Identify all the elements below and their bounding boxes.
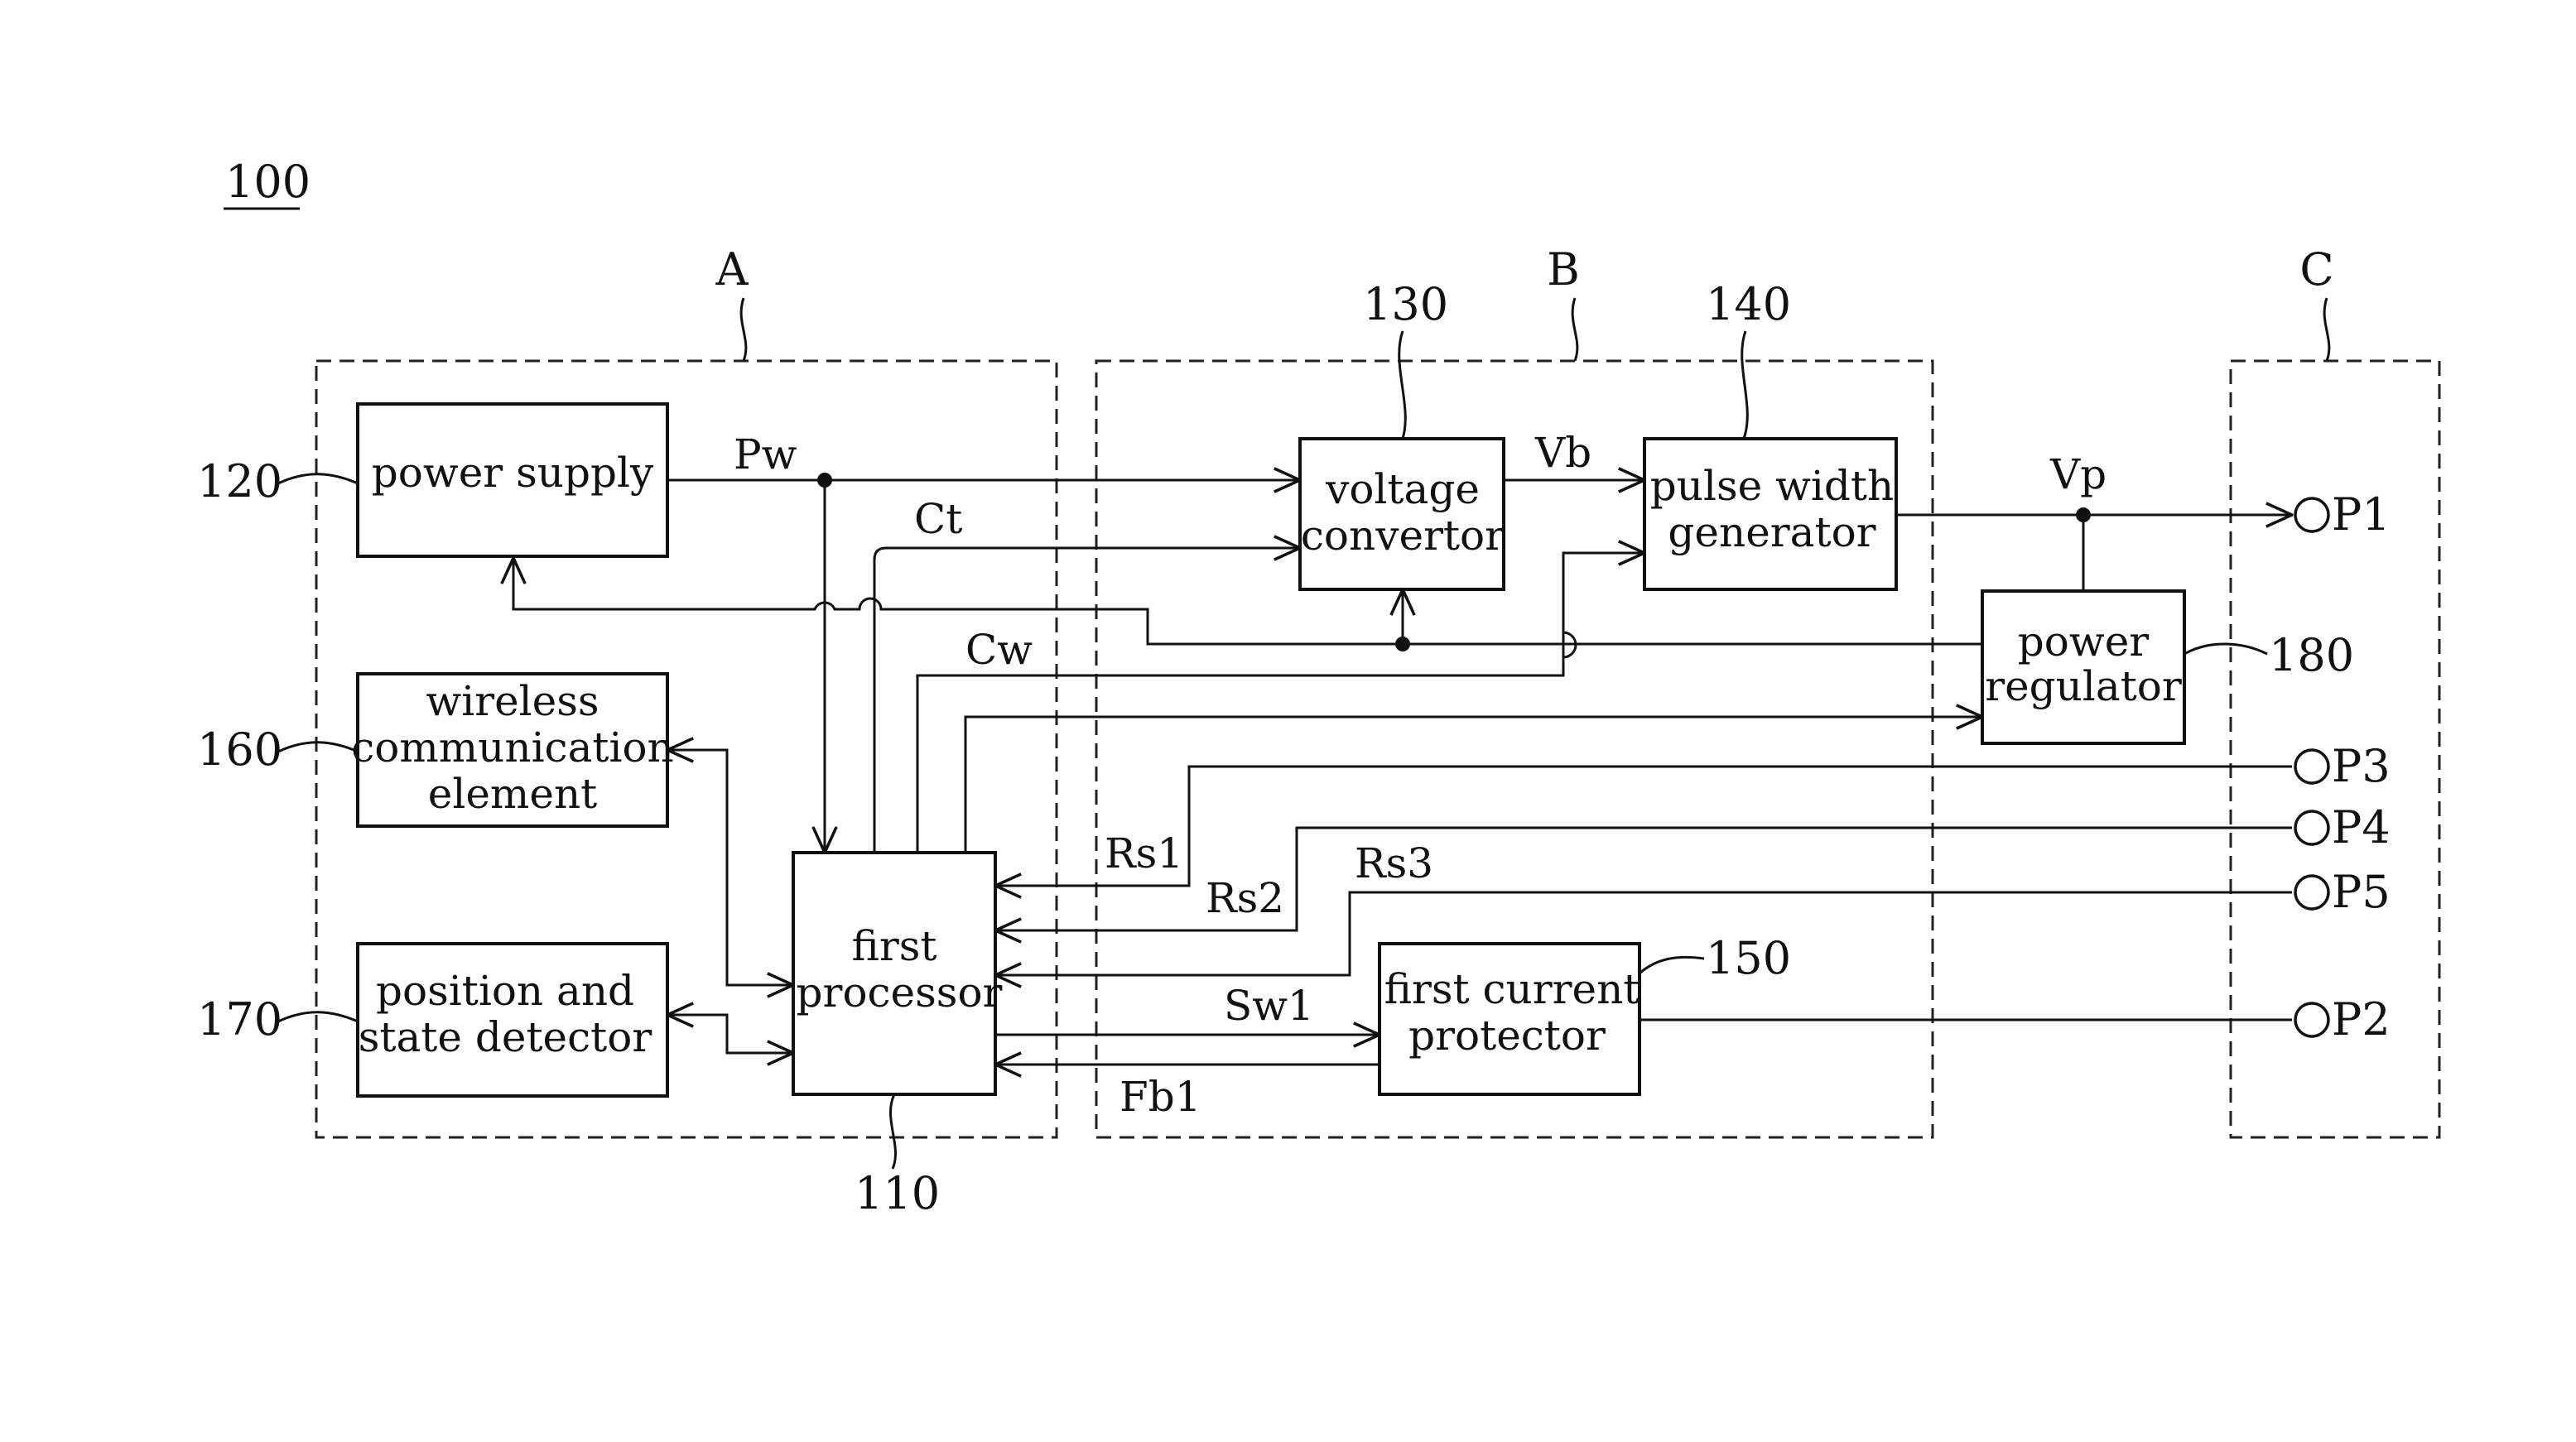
ref-150: 150 <box>1706 932 1791 984</box>
ref-160: 160 <box>197 723 282 776</box>
power-regulator-block: power regulator <box>1982 591 2184 743</box>
wireless-label-1: wireless <box>426 677 599 725</box>
group-b-label: B <box>1547 243 1580 296</box>
first-processor-block: first processor <box>793 853 1003 1094</box>
wireless-label-2: communication <box>351 723 674 771</box>
signal-pw: Pw <box>734 430 797 478</box>
processor-label-2: processor <box>797 969 1003 1017</box>
position-label-2: state detector <box>359 1013 652 1061</box>
terminal-p4 <box>2295 811 2328 844</box>
port-p2-label: P2 <box>2332 993 2391 1045</box>
signal-cw: Cw <box>965 626 1033 674</box>
ref-170: 170 <box>197 993 282 1045</box>
processor-label-1: first <box>851 922 937 970</box>
position-detector-block: position and state detector <box>358 944 667 1096</box>
port-p1-label: P1 <box>2332 488 2391 541</box>
signal-vb: Vb <box>1534 429 1591 477</box>
ct-line <box>874 548 1300 853</box>
ref-160-leader <box>278 743 358 752</box>
voltage-convertor-block: voltage convertor <box>1300 439 1505 589</box>
pulse-label-1: pulse width <box>1650 462 1894 510</box>
terminal-p5 <box>2295 876 2328 909</box>
port-p3-label: P3 <box>2332 740 2391 792</box>
regulator-label-1: power <box>2018 618 2149 666</box>
power-supply-label: power supply <box>372 449 654 497</box>
protector-label-2: protector <box>1408 1012 1606 1060</box>
group-b-leader <box>1572 298 1577 361</box>
convertor-label-1: voltage <box>1325 465 1480 513</box>
ref-180-leader <box>2184 644 2267 654</box>
pulse-width-block: pulse width generator <box>1644 439 1896 589</box>
power-supply-block: power supply <box>358 404 667 556</box>
port-p4-label: P4 <box>2332 801 2391 853</box>
position-label-1: position and <box>376 967 634 1015</box>
terminal-p3 <box>2295 750 2328 783</box>
position-link <box>667 1015 793 1053</box>
wireless-block: wireless communication element <box>351 674 674 826</box>
ref-180: 180 <box>2269 629 2354 681</box>
ref-130-leader <box>1399 331 1406 439</box>
port-p5-label: P5 <box>2332 866 2391 918</box>
terminal-p1 <box>2295 498 2328 531</box>
signal-rs1: Rs1 <box>1105 829 1183 877</box>
ref-140-leader <box>1742 331 1748 439</box>
ref-140: 140 <box>1706 278 1791 330</box>
pulse-label-2: generator <box>1668 508 1875 556</box>
ref-110: 110 <box>855 1167 940 1219</box>
cw-crossover <box>1563 632 1576 675</box>
terminal-p2 <box>2295 1003 2328 1036</box>
regulator-label-2: regulator <box>1985 662 2182 710</box>
signal-sw1: Sw1 <box>1224 982 1314 1030</box>
group-c-leader <box>2324 298 2329 361</box>
ref-120-leader <box>278 474 358 483</box>
current-protector-block: first current protector <box>1379 944 1639 1094</box>
ref-150-leader <box>1639 957 1704 973</box>
figure-ref: 100 <box>225 156 311 208</box>
ref-120: 120 <box>197 455 282 507</box>
signal-rs2: Rs2 <box>1206 874 1284 922</box>
signal-ct: Ct <box>914 495 962 543</box>
signal-rs3: Rs3 <box>1355 839 1433 887</box>
group-c-label: C <box>2299 243 2333 296</box>
protector-label-1: first current <box>1384 965 1640 1013</box>
rs3-line <box>995 892 2292 975</box>
ref-170-leader <box>278 1012 358 1021</box>
group-a-label: A <box>715 243 749 296</box>
signal-vp: Vp <box>2049 450 2107 498</box>
ref-130: 130 <box>1363 278 1448 330</box>
wireless-label-3: element <box>428 770 597 818</box>
signal-fb1: Fb1 <box>1119 1073 1201 1121</box>
group-a-leader <box>741 298 746 361</box>
cw-line <box>917 553 1644 853</box>
rs1-line <box>995 767 2292 886</box>
ref-110-leader <box>890 1094 895 1169</box>
wireless-link <box>667 750 793 985</box>
convertor-label-2: convertor <box>1301 512 1505 560</box>
